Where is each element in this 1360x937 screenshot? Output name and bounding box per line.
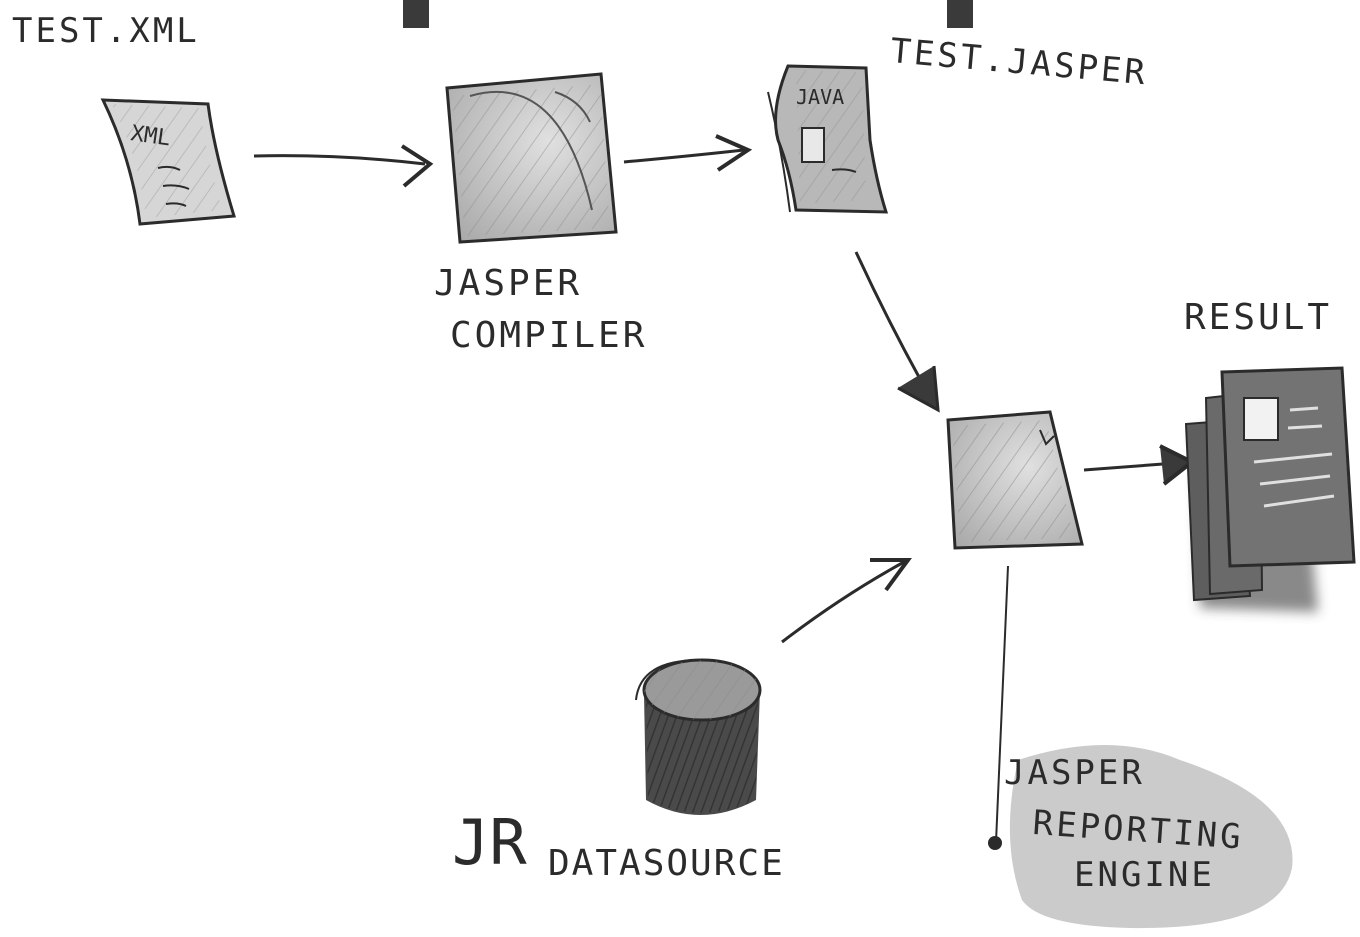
label-test-xml: TEST.XML: [12, 11, 200, 51]
engine-label-highlight: [1009, 745, 1293, 929]
top-tab-marker-right: [947, 0, 973, 28]
label-datasource: DATASOURCE: [548, 843, 785, 884]
label-result: RESULT: [1184, 297, 1333, 338]
xml-document-icon: XML: [100, 98, 236, 226]
label-jasper-compiler-line2: COMPILER: [450, 315, 648, 356]
arrow-engine-to-result: [1083, 444, 1196, 486]
xml-doc-text: XML: [129, 121, 172, 151]
label-jasper-compiler-line1: JASPER: [434, 263, 583, 304]
result-report-icon: [1184, 366, 1356, 612]
engine-label-pointer: [988, 565, 1009, 850]
arrow-datasource-to-engine: [781, 558, 912, 644]
arrow-jasper-to-engine: [854, 251, 940, 413]
label-jr: JR: [452, 806, 527, 879]
arrow-compiler-to-jasper: [623, 134, 753, 172]
label-engine-line3: ENGINE: [1074, 855, 1215, 895]
jasper-document-icon: JAVA: [767, 64, 889, 214]
jasper-doc-text: JAVA: [796, 85, 844, 109]
database-cylinder-icon: [635, 658, 762, 815]
arrow-xml-to-compiler: [253, 144, 434, 188]
reporting-engine-box-icon: [946, 410, 1084, 550]
top-tab-marker-left: [403, 0, 429, 28]
label-engine-line1: JASPER: [1004, 753, 1145, 793]
compiler-box-icon: [445, 72, 618, 244]
